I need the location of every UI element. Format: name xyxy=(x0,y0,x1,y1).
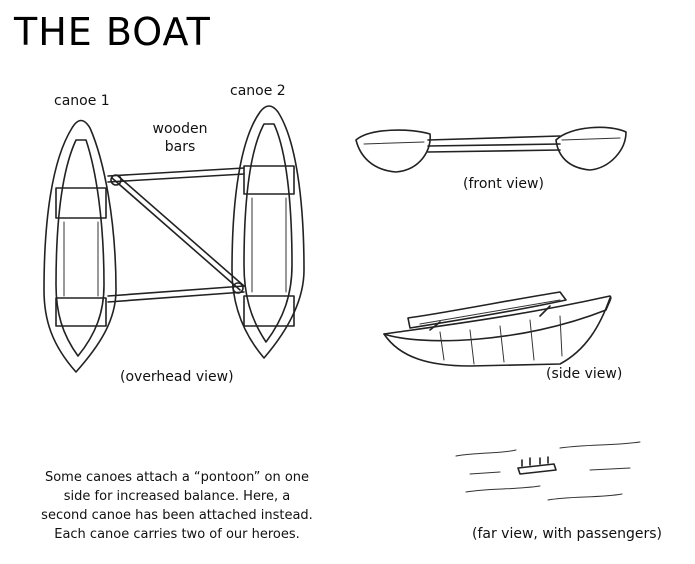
canoe-1-label: canoe 1 xyxy=(54,93,110,109)
caption-line-4: Each canoe carries two of our heroes. xyxy=(54,527,300,542)
caption: Some canoes attach a “pontoon” on one si… xyxy=(22,468,332,544)
caption-line-3: second canoe has been attached instead. xyxy=(41,508,313,523)
page-title: THE BOAT xyxy=(14,10,211,54)
front-view-drawing xyxy=(355,126,627,173)
side-view-drawing xyxy=(383,291,612,367)
side-view-label: (side view) xyxy=(546,366,623,382)
canoe-2-label: canoe 2 xyxy=(230,83,286,99)
caption-line-2: side for increased balance. Here, a xyxy=(63,489,291,504)
far-view-label: (far view, with passengers) xyxy=(472,526,663,542)
wooden-bars-drawing xyxy=(107,167,245,303)
wooden-bars-label-line-1: wooden xyxy=(152,121,208,137)
overhead-view-label: (overhead view) xyxy=(120,369,234,385)
caption-line-1: Some canoes attach a “pontoon” on one xyxy=(44,470,310,485)
canoe-1-overhead-drawing xyxy=(43,119,117,373)
wooden-bars-label-line-2: bars xyxy=(164,139,196,155)
canoe-2-overhead-drawing xyxy=(231,105,305,359)
front-view-label: (front view) xyxy=(463,176,544,192)
far-view-drawing xyxy=(455,441,641,501)
